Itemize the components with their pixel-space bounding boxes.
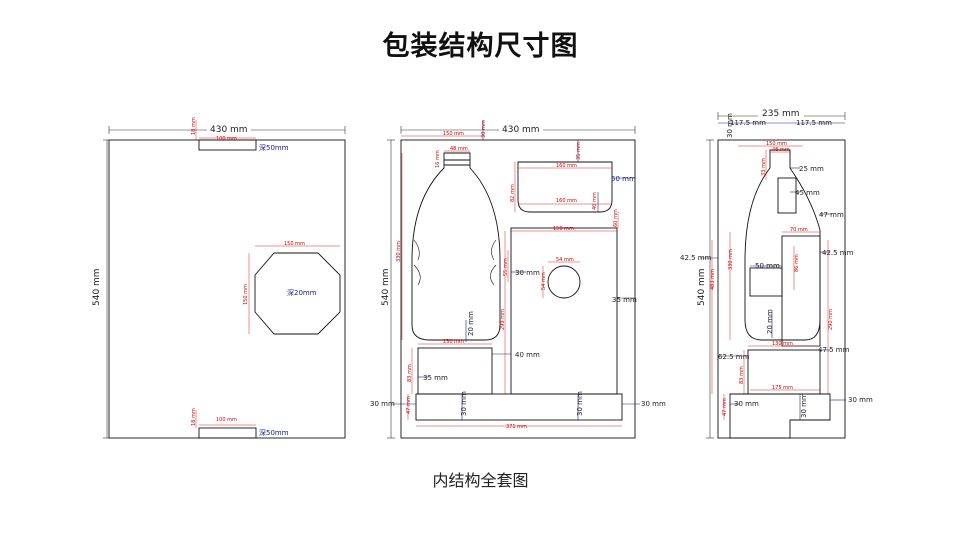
mid-floor-30-left-label: 30 mm <box>370 400 395 408</box>
page-title: 包装结构尺寸图 <box>382 31 579 62</box>
right-86-label: 86 mm <box>794 254 800 272</box>
mid-tray-50-label: 50 mm <box>611 175 636 183</box>
left-top-depth-label: 深50mm <box>259 143 289 152</box>
mid-tray-35-label: 35 mm <box>576 142 582 160</box>
right-bottle-33-label: 33 mm <box>761 158 767 176</box>
mid-hole-55-label: 55 mm <box>503 258 509 276</box>
left-bottom-18-label: 18 mm <box>191 408 197 426</box>
left-top-18-label: 18 mm <box>191 117 197 135</box>
mid-box-30-label: 30 mm <box>515 269 540 277</box>
left-bottom-100-label: 100 mm <box>216 417 237 423</box>
mid-height-label: 540 mm <box>381 268 391 306</box>
left-top-slot <box>198 139 257 151</box>
right-inner-column <box>781 235 821 347</box>
right-bottle-cutout <box>744 149 821 341</box>
mid-step-block <box>417 347 493 395</box>
left-width-label: 430 mm <box>210 125 248 135</box>
mid-box-150-label: 150 mm <box>553 226 574 232</box>
left-panel: 430 mm 540 mm 18 mm 100 mm 深50mm 18 mm 1… <box>92 117 346 439</box>
right-board-outline <box>717 139 846 439</box>
mid-box-35-label: 35 mm <box>612 296 637 304</box>
mid-top-30-label: 30 mm <box>481 120 487 138</box>
left-bottom-depth-label: 深50mm <box>259 428 289 437</box>
mid-floor-30b-label: 30 mm <box>576 391 584 416</box>
mid-bottle-20-label: 20 mm <box>467 311 475 336</box>
mid-tray-40-label: 40 mm <box>592 192 598 210</box>
right-top-30-label: 30 mm <box>726 113 734 138</box>
mid-box-60-label: 60 mm <box>613 209 619 227</box>
mid-board-outline <box>400 139 636 439</box>
right-70-label: 70 mm <box>790 227 808 233</box>
mid-bottle-16-label: 16 mm <box>435 150 441 168</box>
mid-center-box <box>510 227 618 395</box>
right-bottle-150-label: 150 mm <box>766 141 787 147</box>
right-47b-label: 47.5 mm <box>818 346 850 354</box>
mid-bottle-neck-label: 48 mm <box>450 146 468 152</box>
right-62-label: 62.5 mm <box>718 353 750 361</box>
right-30b-label: 30 mm <box>800 393 808 418</box>
mid-tray-160b-label: 160 mm <box>556 198 577 204</box>
right-175-label: 175 mm <box>772 385 793 391</box>
mid-floor-block <box>415 393 623 421</box>
mid-round-hole <box>547 265 581 299</box>
mid-step-130-label: 130 mm <box>443 339 464 345</box>
mid-floor-30-right-label: 30 mm <box>641 400 666 408</box>
left-top-100-label: 100 mm <box>216 136 237 142</box>
right-bottle-25-label: 25 mm <box>799 165 824 173</box>
mid-top-150-label: 150 mm <box>443 131 464 137</box>
right-290-label: 290 mm <box>828 309 834 330</box>
left-bottom-slot <box>198 427 257 439</box>
right-30a-label: 30 mm <box>734 400 759 408</box>
left-height-label: 540 mm <box>92 268 102 306</box>
right-330-label: 330 mm <box>728 249 734 270</box>
right-130-label: 130 mm <box>772 341 793 347</box>
left-octagon-width-label: 150 mm <box>284 241 305 247</box>
mid-step-35-label: 35 mm <box>423 374 448 382</box>
right-notch <box>749 267 783 297</box>
right-483-label: 483 mm <box>710 269 716 290</box>
right-42b-label: 42.5 mm <box>822 249 854 257</box>
mid-tray-width-label: 160 mm <box>556 163 577 169</box>
right-inner-slot <box>777 177 797 214</box>
right-30c-label: 30 mm <box>848 396 873 404</box>
mid-hole-height-label: 54 mm <box>541 272 547 290</box>
mid-floor-30a-label: 30 mm <box>460 391 468 416</box>
left-octagon-depth-label: 深20mm <box>287 288 317 297</box>
diagram-caption: 内结构全套图 <box>432 471 529 490</box>
right-47c-label: 47 mm <box>722 398 728 416</box>
mid-tray-82-label: 82 mm <box>510 184 516 202</box>
right-50-label: 50 mm <box>755 262 780 270</box>
right-w117a-label: 117.5 mm <box>730 119 766 127</box>
mid-bottle-cutout <box>411 152 501 341</box>
mid-hole-width-label: 54 mm <box>556 257 574 263</box>
right-height-label: 540 mm <box>697 268 707 306</box>
left-octagon-height-label: 150 mm <box>243 284 249 305</box>
right-47-label: 47 mm <box>819 211 844 219</box>
right-panel: 235 mm 117.5 mm 117.5 mm 540 mm 30 mm 15… <box>680 108 873 439</box>
right-83-label: 83 mm <box>739 366 745 384</box>
right-bottle-48-label: 48 mm <box>772 147 790 153</box>
middle-panel: 430 mm 540 mm 150 mm 30 mm 48 mm 16 mm 3… <box>370 120 666 439</box>
mid-top-tray <box>517 161 613 213</box>
right-w117b-label: 117.5 mm <box>796 119 832 127</box>
mid-width-label: 430 mm <box>502 125 540 135</box>
mid-floor-371-label: 371 mm <box>506 424 527 430</box>
right-floor-block <box>729 393 831 439</box>
right-20-label: 20 mm <box>766 309 774 334</box>
mid-floor-47-label: 47 mm <box>406 396 412 414</box>
mid-step-40-label: 40 mm <box>515 351 540 359</box>
right-45-label: 45 mm <box>795 189 820 197</box>
mid-box-299-label: 299 mm <box>500 309 506 330</box>
right-42a-label: 42.5 mm <box>680 254 712 262</box>
mid-bottle-height-label: 330 mm <box>396 241 402 262</box>
mid-step-83-label: 83 mm <box>407 364 413 382</box>
left-octagon-cutout <box>254 252 341 335</box>
right-width-label: 235 mm <box>762 109 800 119</box>
